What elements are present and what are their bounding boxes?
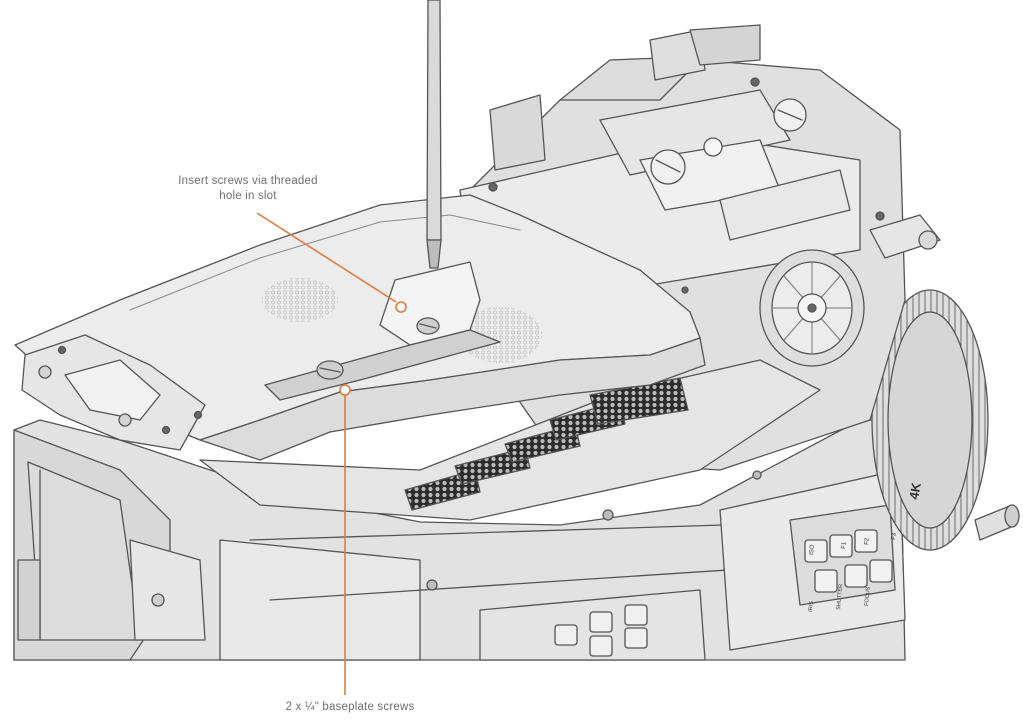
shoulder-mount-plate xyxy=(21,334,206,451)
screw-icon xyxy=(316,317,440,380)
label-focus: FOCUS xyxy=(864,586,872,606)
button-f3-label: F3 xyxy=(891,532,898,540)
callout-dot-top xyxy=(395,301,407,313)
lower-button-strip xyxy=(479,589,706,661)
callout-line-top xyxy=(256,212,397,303)
callout-top-line2: hole in slot xyxy=(219,190,277,202)
callout-lines xyxy=(256,212,407,695)
button-f2-label: F2 xyxy=(864,537,871,545)
rosette-icon xyxy=(759,249,865,367)
callout-label-threaded-hole: Insert screws via threaded hole in slot xyxy=(148,174,348,204)
callout-top-line1: Insert screws via threaded xyxy=(178,175,318,187)
camera-labels: 4K ISO F1 F2 F3 SHUTTER IRIS FOCUS xyxy=(808,481,924,612)
badge-4k: 4K xyxy=(906,481,924,501)
screwdriver-icon xyxy=(426,0,442,269)
top-vent-panel xyxy=(199,359,821,591)
button-f1-label: F1 xyxy=(841,541,848,549)
label-shutter: SHUTTER xyxy=(836,584,844,610)
side-control-panel xyxy=(719,469,906,651)
label-iris: IRIS xyxy=(808,601,815,613)
focus-ring-icon xyxy=(871,289,1020,551)
button-iso-label: ISO xyxy=(809,544,816,555)
shoulder-pad xyxy=(14,194,706,461)
callout-label-baseplate-screws: 2 x ¼" baseplate screws xyxy=(285,701,415,713)
callout-dot-bottom xyxy=(339,384,351,396)
